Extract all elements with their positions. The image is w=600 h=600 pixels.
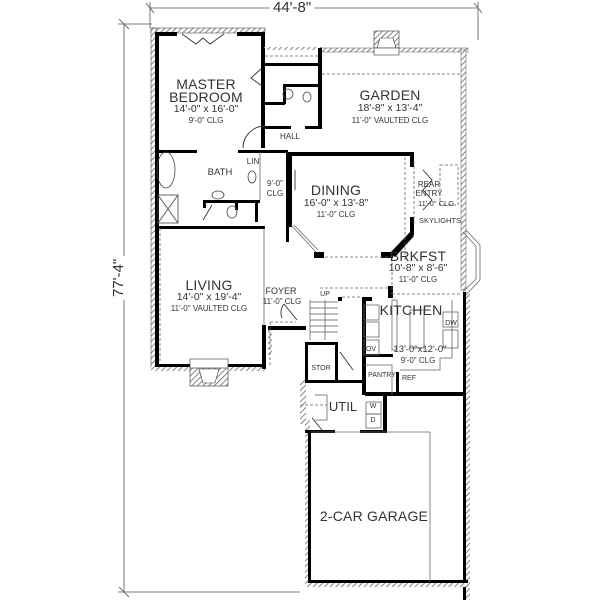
room-ceiling-garden: 11'-0" VAULTED CLG (351, 116, 429, 125)
room-label-rear-entry-2: ENTRY (415, 189, 443, 198)
room-label-rear-entry: REAR (417, 180, 441, 189)
room-ceiling-living: 11'-0" VAULTED CLG (170, 304, 248, 313)
room-ceiling-kitchen: 9'-0" CLG (400, 356, 436, 365)
appliance-dw: DW (445, 320, 457, 327)
fixtures (156, 88, 312, 224)
room-size-brkfst: 10'-8" x 8'-6" (388, 262, 448, 274)
thin-lines (259, 152, 481, 582)
room-label-dining: DINING (310, 182, 362, 198)
room-label-living: LIVING (185, 277, 233, 293)
room-label-kitchen: KITCHEN (379, 302, 443, 318)
room-label-stor: STOR (311, 365, 331, 372)
stair-up-label: UP (320, 291, 330, 298)
doors (181, 33, 433, 431)
skylights-label: SKYLIGHTS (418, 216, 462, 225)
room-label-util: UTIL (328, 399, 358, 414)
appliance-ref: REF (402, 375, 416, 382)
room-label-garden: GARDEN (359, 87, 421, 103)
room-ceiling-master-bedroom: 9'-0" CLG (188, 116, 224, 125)
room-label-foyer: FOYER (265, 286, 297, 296)
room-label-hall: HALL (279, 132, 301, 141)
room-ceiling-dining: 11'-0" CLG (316, 210, 356, 219)
room-size-kitchen: 13'-0"x12'-0" (393, 344, 447, 355)
room-label-master-bedroom-2: BEDROOM (169, 89, 243, 105)
room-size-garden: 18'-8" x 13'-4" (357, 102, 423, 114)
room-size-dining: 16'-0" x 13'-8" (303, 197, 369, 209)
room-label-bath: BATH (207, 167, 233, 178)
room-size-living: 14'-0" x 19'-4" (176, 291, 242, 303)
hall-ceiling-height: 9'-0" (267, 179, 283, 188)
dashed-lines (159, 55, 462, 406)
overall-width-dimension: 44'-8" (270, 0, 315, 16)
hall-ceiling-label: CLG (266, 189, 284, 198)
fireplace-chimneys (189, 30, 400, 387)
staircase (309, 300, 338, 340)
exterior-walls (150, 27, 470, 600)
overall-depth-dimension: 77'-4" (110, 255, 127, 300)
room-label-pantry: PANTRY (368, 372, 396, 379)
room-ceiling-brkfst: 11'-0" CLG (398, 275, 438, 284)
room-label-master-bedroom: MASTER (176, 76, 236, 92)
appliance-dryer: D (370, 417, 376, 424)
room-ceiling-rear-entry: 11'-0" CLG (417, 199, 455, 208)
room-label-garage: 2-CAR GARAGE (319, 508, 429, 524)
room-label-lin: LIN (246, 157, 260, 166)
appliance-washer: W (369, 403, 377, 410)
room-size-master-bedroom: 14'-0" x 16'-0" (173, 103, 239, 115)
room-label-brkfst: BRKFST (389, 248, 447, 264)
appliance-ov: OV (365, 346, 377, 353)
room-ceiling-foyer: 11'-0" CLG (262, 297, 302, 306)
